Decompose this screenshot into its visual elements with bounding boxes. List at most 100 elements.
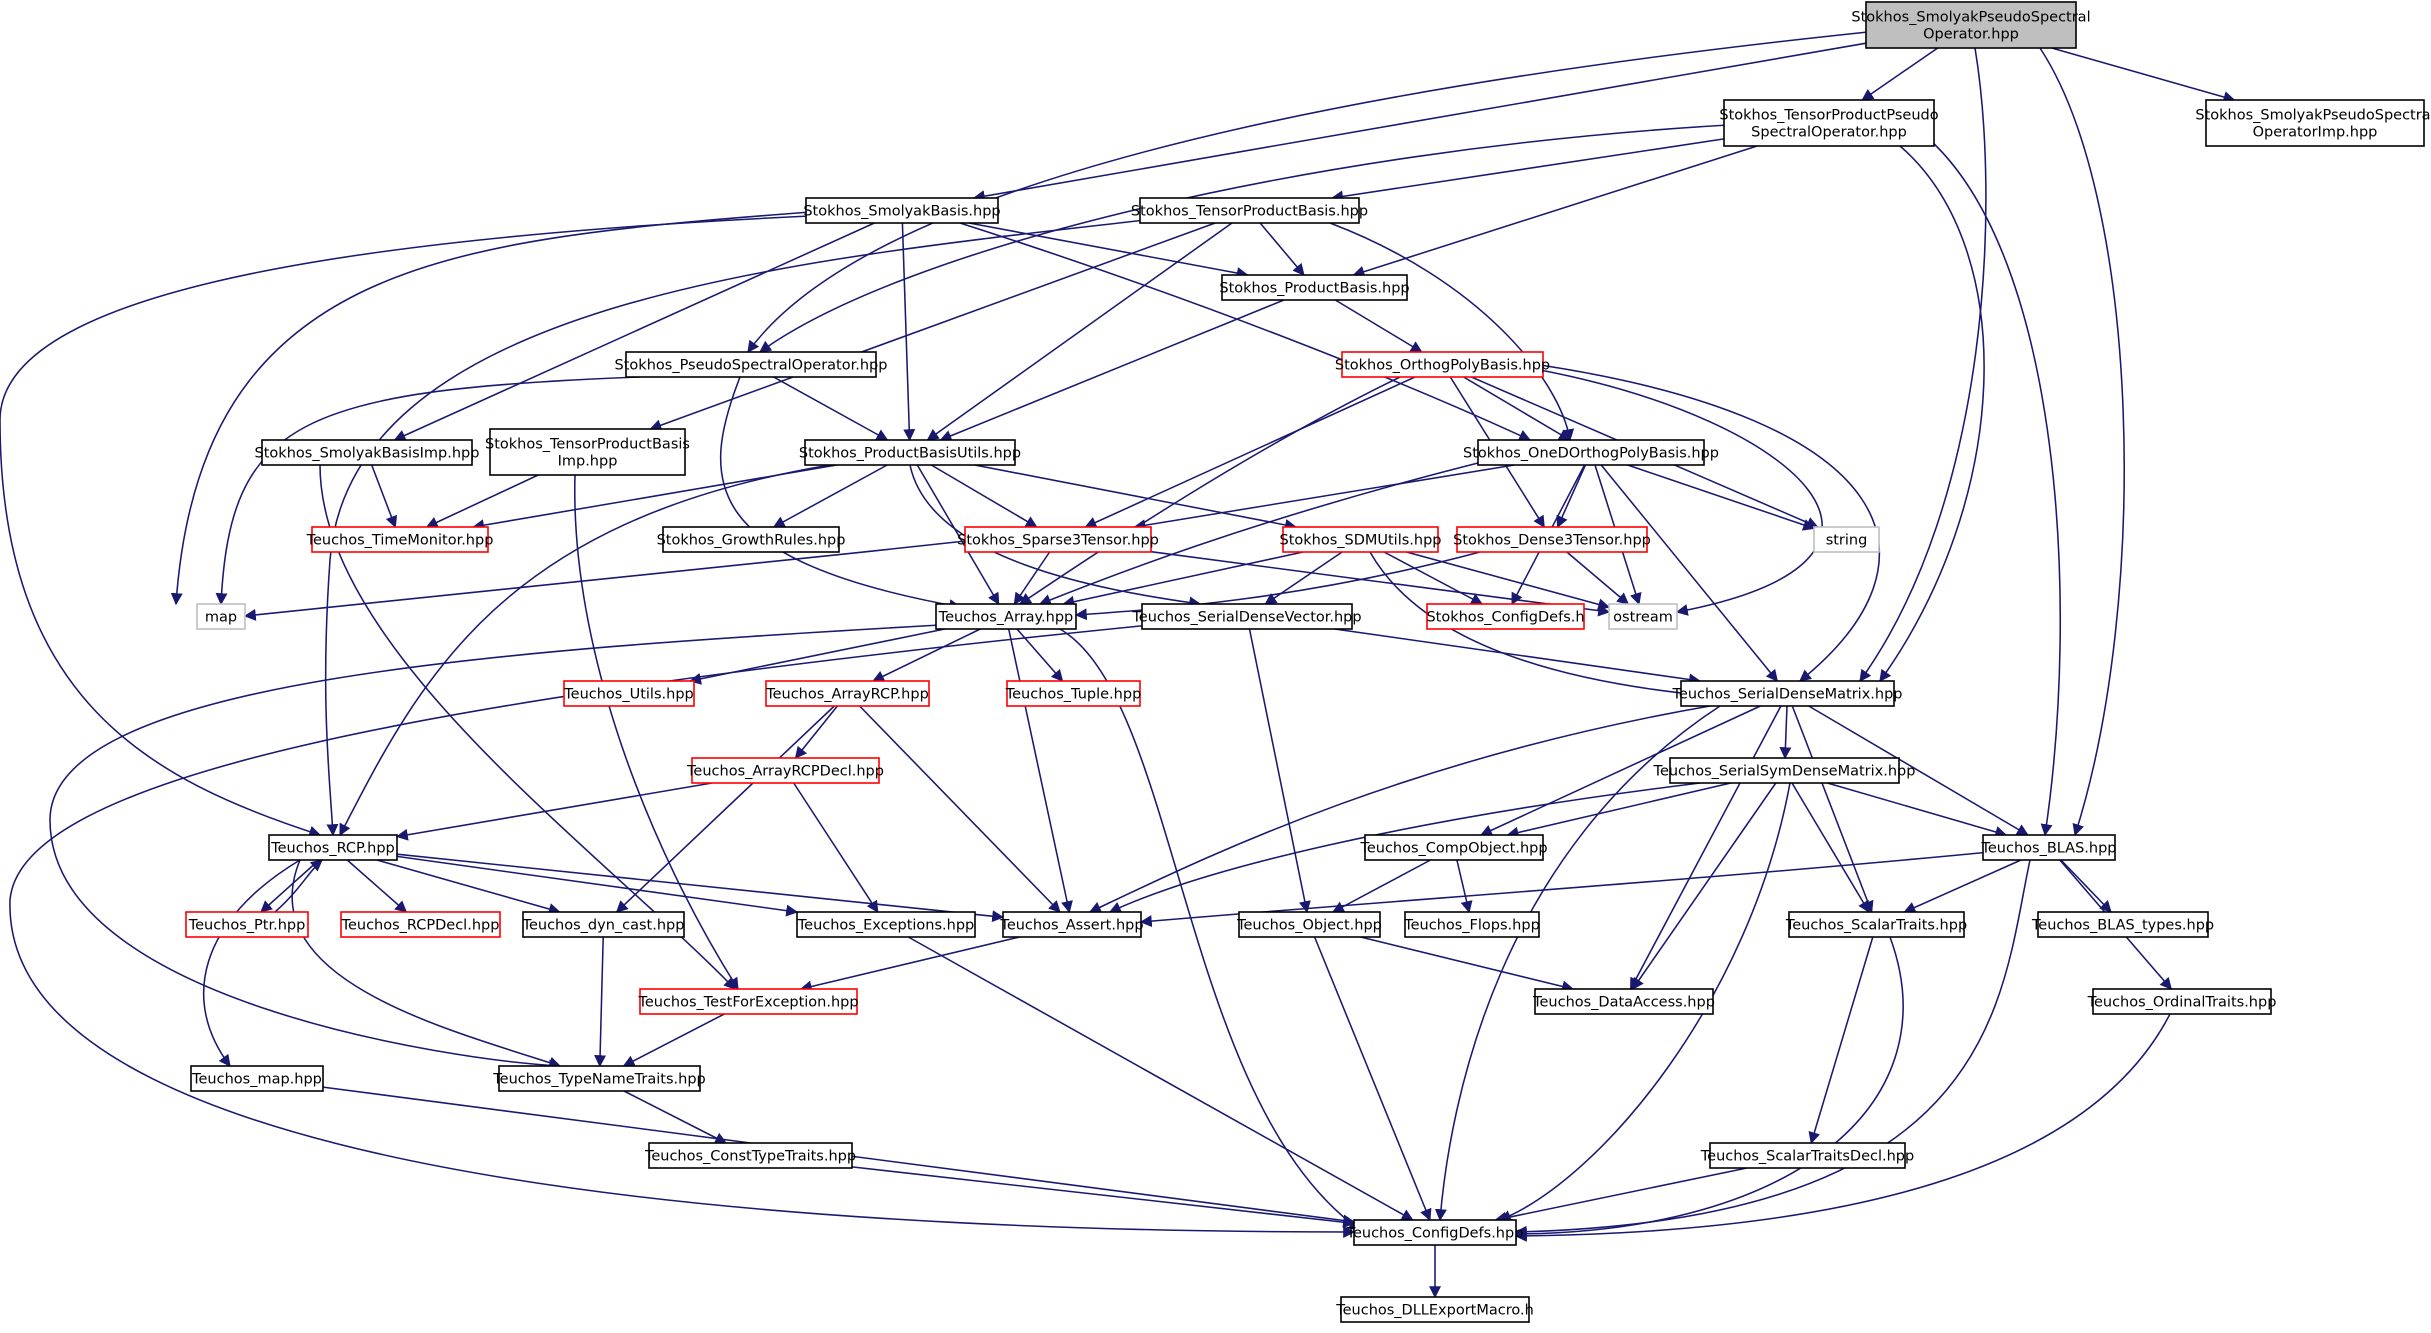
- node-tpps[interactable]: Stokhos_TensorProductPseudoSpectralOpera…: [1719, 99, 1939, 147]
- edge-opb-to-arr: [1019, 376, 1401, 605]
- node-tnt[interactable]: Teuchos_TypeNameTraits.hpp: [492, 1065, 706, 1092]
- node-ssdm[interactable]: Teuchos_SerialSymDenseMatrix.hpp: [1653, 757, 1916, 784]
- node-as[interactable]: Teuchos_Assert.hpp: [999, 911, 1144, 938]
- edge-arr-to-cd: [1059, 628, 1361, 1231]
- node-map: map: [196, 603, 246, 630]
- edge-ps-to-pbu: [773, 376, 889, 441]
- node-box: [1709, 1142, 1906, 1169]
- edge-opb-to-oned: [1463, 376, 1571, 441]
- edge-sdmx-to-as: [1088, 705, 1711, 913]
- node-cd[interactable]: Teuchos_ConfigDefs.hpp: [1346, 1219, 1524, 1246]
- node-pbu[interactable]: Stokhos_ProductBasisUtils.hpp: [799, 439, 1021, 466]
- node-label: ostream: [1613, 610, 1673, 626]
- edge-pbu-to-arr: [916, 464, 1000, 606]
- node-sdmx[interactable]: Teuchos_SerialDenseMatrix.hpp: [1672, 680, 1903, 707]
- node-pb[interactable]: Stokhos_ProductBasis.hpp: [1219, 274, 1410, 301]
- node-box: [196, 603, 246, 630]
- node-box: [1139, 197, 1360, 224]
- edge-sdm-to-ost: [1406, 551, 1611, 611]
- edge-layer: [0, 31, 2236, 1299]
- node-label: Stokhos_SmolyakBasisImp.hpp: [255, 446, 480, 462]
- node-layer: Stokhos_SmolyakPseudoSpectralOperator.hp…: [185, 1, 2431, 1323]
- node-arcpd[interactable]: Teuchos_ArrayRCPDecl.hpp: [686, 757, 884, 784]
- node-label: Teuchos_Object.hpp: [1236, 918, 1382, 934]
- edge-opb-to-ost: [1539, 369, 1823, 616]
- node-s3t[interactable]: Stokhos_Sparse3Tensor.hpp: [957, 526, 1159, 553]
- edge-pb-to-pbu: [939, 299, 1285, 442]
- node-da[interactable]: Teuchos_DataAccess.hpp: [1532, 988, 1715, 1015]
- node-label: Teuchos_Ptr.hpp: [188, 918, 306, 934]
- node-blas[interactable]: Teuchos_BLAS.hpp: [1980, 834, 2117, 861]
- edge-pbu-to-rcp: [339, 464, 831, 837]
- node-box: [804, 439, 1016, 466]
- node-label: Teuchos_ConstTypeTraits.hpp: [644, 1149, 856, 1165]
- edge-smb-to-rcp: [0, 215, 811, 838]
- node-label: Teuchos_ArrayRCP.hpp: [765, 687, 929, 703]
- node-tup[interactable]: Teuchos_Tuple.hpp: [1005, 680, 1142, 707]
- node-box: [1002, 911, 1142, 938]
- node-oned[interactable]: Stokhos_OneDOrthogPolyBasis.hpp: [1463, 439, 1719, 466]
- edge-sdmx-to-blas: [1808, 705, 2029, 836]
- node-label: Teuchos_OrdinalTraits.hpp: [2087, 995, 2277, 1011]
- edge-arcp-to-as: [859, 705, 1061, 913]
- node-std[interactable]: Teuchos_ScalarTraitsDecl.hpp: [1700, 1142, 1914, 1169]
- edge-tpps-to-pb: [1352, 145, 1758, 278]
- edge-arcpd-to-exc: [793, 782, 879, 914]
- node-ptr[interactable]: Teuchos_Ptr.hpp: [185, 911, 309, 938]
- edge-root-to-ps: [747, 31, 1869, 353]
- edge-sdv-to-sdmx: [1334, 628, 1701, 686]
- node-tpb[interactable]: Stokhos_TensorProductBasis.hpp: [1131, 197, 1368, 224]
- node-obj[interactable]: Teuchos_Object.hpp: [1236, 911, 1382, 938]
- node-st[interactable]: Teuchos_ScalarTraits.hpp: [1785, 911, 1967, 938]
- node-tm[interactable]: Teuchos_TimeMonitor.hpp: [306, 526, 494, 553]
- node-label: Teuchos_SerialSymDenseMatrix.hpp: [1653, 764, 1916, 780]
- edge-st-to-cd: [1514, 936, 1904, 1240]
- edge-arr-to-arcp: [872, 628, 981, 682]
- edge-exc-to-cd: [907, 936, 1414, 1221]
- node-smbi[interactable]: Stokhos_SmolyakBasisImp.hpp: [255, 439, 480, 466]
- node-opb[interactable]: Stokhos_OrthogPolyBasis.hpp: [1335, 351, 1550, 378]
- node-tmap[interactable]: Teuchos_map.hpp: [190, 1065, 324, 1092]
- node-label: Stokhos_ConfigDefs.h: [1426, 610, 1584, 626]
- edge-ssdm-to-blas: [1827, 782, 2008, 838]
- node-sdm[interactable]: Stokhos_SDMUtils.hpp: [1279, 526, 1442, 553]
- node-gr[interactable]: Stokhos_GrowthRules.hpp: [657, 526, 846, 553]
- node-ut[interactable]: Teuchos_Utils.hpp: [563, 680, 695, 707]
- node-label: Teuchos_CompObject.hpp: [1359, 841, 1547, 857]
- node-tfe[interactable]: Teuchos_TestForException.hpp: [637, 988, 859, 1015]
- node-box: [1006, 680, 1141, 707]
- edge-sdmx-to-co: [1480, 705, 1761, 836]
- node-exc[interactable]: Teuchos_Exceptions.hpp: [796, 911, 976, 938]
- node-arr[interactable]: Teuchos_Array.hpp: [935, 603, 1077, 630]
- edge-rcp-to-ptr: [260, 859, 320, 913]
- node-ot[interactable]: Teuchos_OrdinalTraits.hpp: [2087, 988, 2277, 1015]
- node-co[interactable]: Teuchos_CompObject.hpp: [1359, 834, 1548, 861]
- node-ost: ostream: [1608, 603, 1678, 630]
- edge-pbu-to-sdv: [909, 464, 1202, 609]
- node-arcp[interactable]: Teuchos_ArrayRCP.hpp: [765, 680, 930, 707]
- node-d3t[interactable]: Stokhos_Dense3Tensor.hpp: [1453, 526, 1651, 553]
- node-root[interactable]: Stokhos_SmolyakPseudoSpectralOperator.hp…: [1851, 1, 2091, 49]
- node-dc[interactable]: Teuchos_dyn_cast.hpp: [522, 911, 685, 938]
- edge-smb-to-pb: [968, 222, 1249, 279]
- node-ctt[interactable]: Teuchos_ConstTypeTraits.hpp: [644, 1142, 856, 1169]
- node-blt[interactable]: Teuchos_BLAS_types.hpp: [2031, 911, 2214, 938]
- node-ps[interactable]: Stokhos_PseudoSpectralOperator.hpp: [615, 351, 888, 378]
- node-sdv[interactable]: Teuchos_SerialDenseVector.hpp: [1131, 603, 1362, 630]
- edge-pbu-to-sdm: [974, 464, 1297, 531]
- node-box: [1353, 1219, 1517, 1246]
- node-rcpd[interactable]: Teuchos_RCPDecl.hpp: [340, 911, 501, 938]
- node-dll[interactable]: Teuchos_DLLExportMacro.h: [1335, 1296, 1534, 1323]
- node-fl[interactable]: Teuchos_Flops.hpp: [1403, 911, 1540, 938]
- node-box: [2205, 99, 2425, 147]
- node-spsoi[interactable]: Stokhos_SmolyakPseudoSpectralOperatorImp…: [2195, 99, 2431, 147]
- node-label: Teuchos_BLAS_types.hpp: [2031, 918, 2214, 934]
- node-label: Stokhos_SDMUtils.hpp: [1279, 533, 1441, 549]
- node-rcp[interactable]: Teuchos_RCP.hpp: [268, 834, 398, 861]
- node-smb[interactable]: Stokhos_SmolyakBasis.hpp: [803, 197, 1001, 224]
- edge-sdmx-to-st: [1791, 705, 1874, 914]
- edge-tpbi-to-tm: [425, 474, 539, 528]
- node-scd[interactable]: Stokhos_ConfigDefs.h: [1426, 603, 1585, 630]
- edge-rcp-to-exc: [396, 855, 799, 917]
